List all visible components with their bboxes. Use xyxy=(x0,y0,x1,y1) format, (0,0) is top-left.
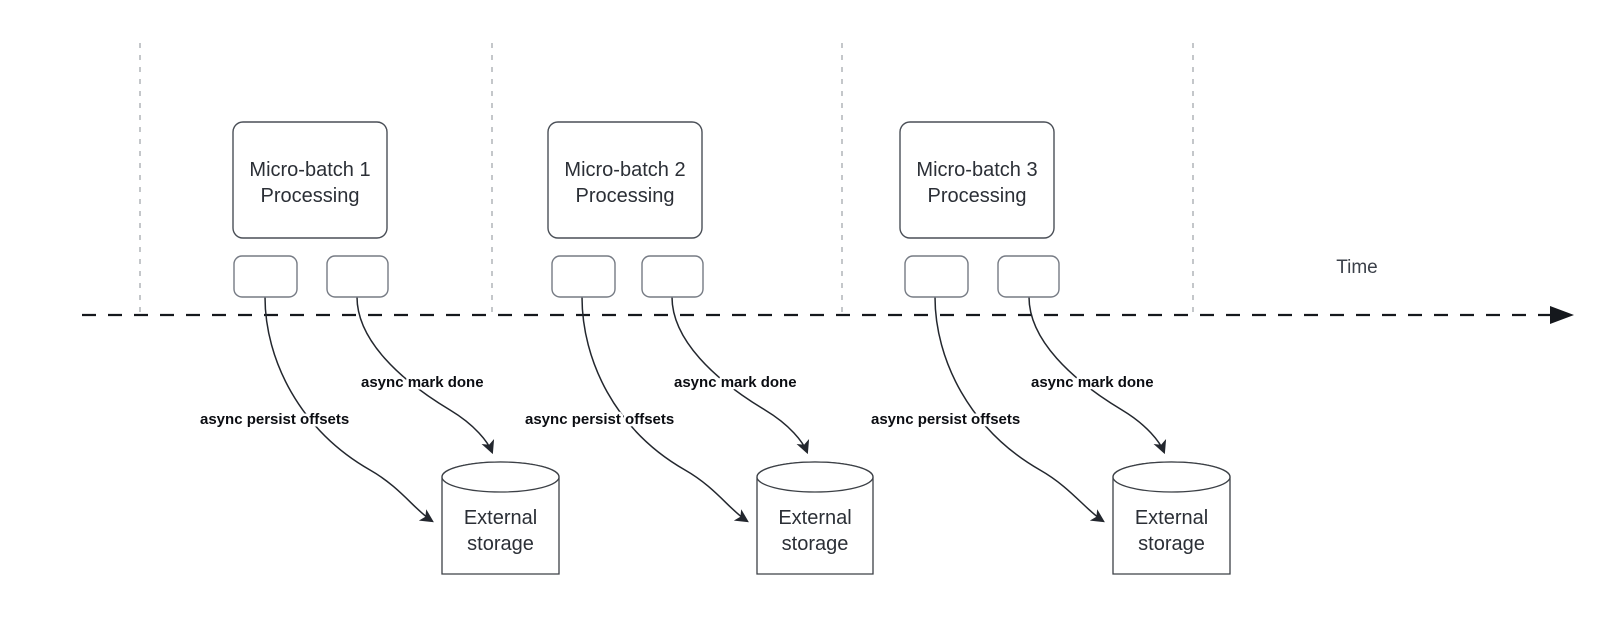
time-axis-label: Time xyxy=(1336,257,1378,278)
batch-label-line2: Processing xyxy=(576,185,675,207)
cylinder-top-ellipse xyxy=(1112,461,1231,493)
edge-label-async-mark-done-1: async mark done xyxy=(361,374,484,391)
edge-label-async-mark-done-3: async mark done xyxy=(1031,374,1154,391)
edge-label-async-persist-offsets-1: async persist offsets xyxy=(200,411,349,428)
cylinder-label-line2: storage xyxy=(467,533,534,555)
task-box-markdone-task-3[interactable] xyxy=(997,255,1060,298)
edge-labels-layer: async persist offsets async persist offse… xyxy=(198,372,1157,431)
batch-label-line2: Processing xyxy=(261,185,360,207)
curve-async-mark-done-2 xyxy=(671,296,810,455)
cylinder-label-line2: storage xyxy=(1138,533,1205,555)
edge-label-halo-async-persist-offsets-3: async persist offsets xyxy=(871,411,1020,428)
edge-label-halo-async-persist-offsets-1: async persist offsets xyxy=(200,411,349,428)
batch-label-line2: Processing xyxy=(928,185,1027,207)
cylinder-top-ellipse xyxy=(756,461,874,493)
edge-label-halo-async-mark-done-1: async mark done xyxy=(361,374,484,391)
curve-async-mark-done-1 xyxy=(356,296,495,455)
task-box-persist-task-2[interactable] xyxy=(551,255,616,298)
cylinder-label-line2: storage xyxy=(782,533,849,555)
cylinder-node-external-storage-3[interactable]: External storage xyxy=(1112,461,1231,575)
batch-node-group-3[interactable]: Micro-batch 3 Processing xyxy=(899,121,1055,239)
edge-label-async-persist-offsets-3: async persist offsets xyxy=(871,411,1020,428)
cylinder-top-ellipse xyxy=(441,461,560,493)
edge-label-halo-async-mark-done-2: async mark done xyxy=(674,374,797,391)
batch-label-line1: Micro-batch 3 xyxy=(916,159,1037,181)
timeline-axis xyxy=(82,306,1574,324)
cylinder-label-line1: External xyxy=(464,507,537,529)
curve-async-persist-offsets-1 xyxy=(264,296,434,523)
batch-node-group-1[interactable]: Micro-batch 1 Processing xyxy=(232,121,388,239)
edge-label-halo-async-persist-offsets-2: async persist offsets xyxy=(525,411,674,428)
edge-label-halo-async-mark-done-3: async mark done xyxy=(1031,374,1154,391)
edge-label-async-persist-offsets-2: async persist offsets xyxy=(525,411,674,428)
cylinder-label-line1: External xyxy=(1135,507,1208,529)
batch-label-line1: Micro-batch 1 xyxy=(249,159,370,181)
timeline-tick-lines xyxy=(139,43,1194,315)
batch-box-rect xyxy=(232,121,388,239)
task-box-markdone-task-2[interactable] xyxy=(641,255,704,298)
batch-label-line1: Micro-batch 2 xyxy=(564,159,685,181)
cylinder-node-external-storage-1[interactable]: External storage xyxy=(441,461,560,575)
curve-async-mark-done-3 xyxy=(1028,296,1167,455)
cylinder-node-external-storage-2[interactable]: External storage xyxy=(756,461,874,575)
edge-label-async-mark-done-2: async mark done xyxy=(674,374,797,391)
curve-async-persist-offsets-3 xyxy=(934,296,1105,523)
task-box-persist-task-1[interactable] xyxy=(233,255,298,298)
batch-box-rect xyxy=(547,121,703,239)
task-box-markdone-task-1[interactable] xyxy=(326,255,389,298)
curve-async-persist-offsets-2 xyxy=(581,296,749,523)
cylinder-label-line1: External xyxy=(778,507,851,529)
batch-node-group-2[interactable]: Micro-batch 2 Processing xyxy=(547,121,703,239)
flow-curves-layer xyxy=(264,296,1167,523)
batch-box-rect xyxy=(899,121,1055,239)
task-box-persist-task-3[interactable] xyxy=(904,255,969,298)
timeline-arrow-icon xyxy=(1550,306,1574,324)
